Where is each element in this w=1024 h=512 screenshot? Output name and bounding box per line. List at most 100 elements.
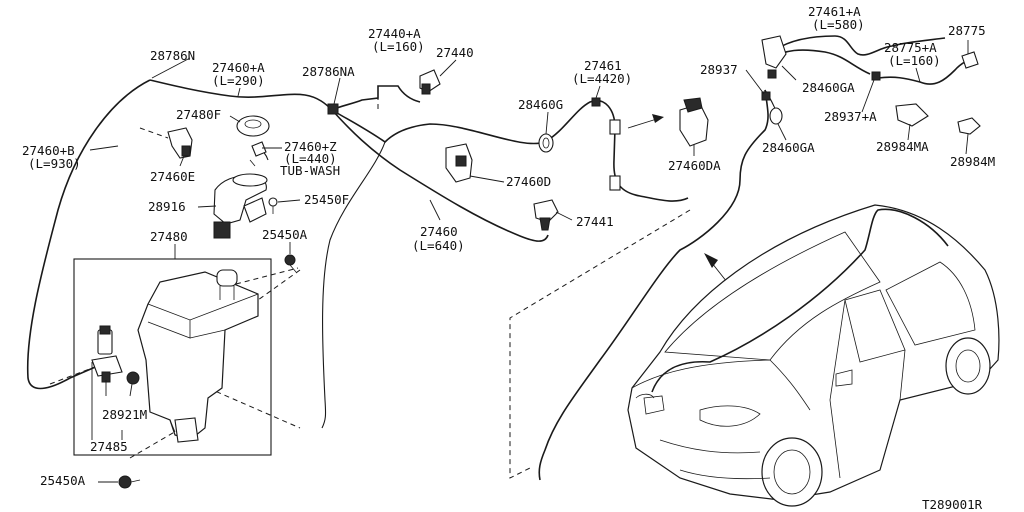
leader-28460ga-top: [781, 65, 797, 81]
leader-28984ma: [907, 123, 911, 141]
label-27460da: 27460DA: [668, 158, 721, 173]
leader-28984m: [965, 133, 969, 155]
grommet-28460ga-mid: [769, 107, 783, 125]
label-27461: 27461: [584, 58, 622, 73]
label-28937a: 28937+A: [824, 109, 877, 124]
nozzle-27440: [419, 69, 441, 95]
label-28460g: 28460G: [518, 97, 563, 112]
label-25450f: 25450F: [304, 192, 349, 207]
label-28984m: 28984M: [950, 154, 995, 169]
label-27480f: 27480F: [176, 107, 221, 122]
cap-28984m: [957, 117, 981, 135]
label-27460-length: (L=640): [412, 238, 465, 253]
label-27460a: 27460+A: [212, 60, 265, 75]
grommet-28460g: [538, 133, 554, 153]
guide-dash-5: [49, 364, 101, 385]
rear-nozzle-27460da: [679, 97, 709, 147]
filler-cap-27480f: [236, 115, 270, 137]
grommet-28460ga-top: [761, 35, 787, 79]
leader-28786n: [151, 57, 191, 79]
leader-27441: [555, 211, 573, 221]
label-27460z-length: (L=440): [284, 151, 337, 166]
label-27461-length: (L=4420): [572, 71, 632, 86]
label-27441: 27441: [576, 214, 614, 229]
clip-25450a-bottom: [118, 475, 141, 489]
nozzle-27460d: [445, 143, 473, 183]
leader-28937: [745, 69, 765, 95]
nozzle-27441: [533, 199, 559, 231]
label-27460a-length: (L=290): [212, 73, 265, 88]
label-27460z: 27460+Z: [284, 139, 337, 154]
label-28937: 28937: [700, 62, 738, 77]
car-illustration: [627, 204, 1000, 507]
nozzle-27460-z: [249, 141, 267, 167]
nozzle-28775: [961, 51, 979, 69]
label-25450a-top: 25450A: [262, 227, 308, 242]
leader-27460d: [469, 175, 505, 183]
clip-25450f: [268, 197, 278, 214]
hose-28775-a: [877, 59, 969, 85]
label-27461a-length: (L=580): [812, 17, 865, 32]
leader-27460a: [237, 87, 241, 97]
bracket-27460e: [167, 127, 193, 159]
hose-27461-a: [774, 35, 946, 56]
label-28775a-length: (L=160): [888, 53, 941, 68]
label-27480: 27480: [150, 229, 188, 244]
label-27440a: 27440+A: [368, 26, 421, 41]
label-tub-wash: TUB-WASH: [280, 163, 340, 178]
leader-27485: [91, 362, 123, 440]
hose-lower-left: [321, 141, 386, 429]
leader-28916: [197, 205, 217, 208]
arrow-head-rear: [652, 114, 664, 123]
guide-dash-3: [207, 387, 301, 429]
leader-28460g: [545, 111, 549, 135]
label-27440a-length: (L=160): [372, 39, 425, 54]
label-28786n: 28786N: [150, 48, 195, 63]
label-28460ga-mid: 28460GA: [762, 140, 815, 155]
label-28916: 28916: [148, 199, 186, 214]
label-28460ga-top: 28460GA: [802, 80, 855, 95]
leader-27460b: [89, 145, 119, 151]
guide-dash-1: [235, 267, 299, 285]
label-28984ma: 28984MA: [876, 139, 929, 154]
arrow-head-car: [704, 253, 718, 268]
guide-dash-4: [129, 419, 196, 459]
cap-28984ma: [895, 103, 929, 127]
label-27460: 27460: [420, 224, 458, 239]
guide-dash-2: [257, 269, 301, 301]
leader-25450f: [277, 199, 301, 203]
hose-rear-vertical: [538, 89, 769, 481]
leader-28775a: [915, 67, 921, 83]
label-27460e: 27460E: [150, 169, 195, 184]
guide-dash-6: [509, 209, 691, 479]
label-28775: 28775: [948, 23, 986, 38]
filler-neck-28916: [213, 173, 268, 239]
leader-28937a: [861, 79, 875, 113]
washer-pump-28921m: [91, 325, 140, 385]
leader-27480f: [229, 115, 241, 123]
leader-27460e: [179, 155, 185, 167]
clip-27461: [591, 97, 621, 191]
label-27460d: 27460D: [506, 174, 551, 189]
leader-27461: [595, 85, 601, 99]
leader-27440: [439, 59, 457, 77]
leader-28786na: [333, 77, 341, 105]
label-28921m: 28921M: [102, 407, 147, 422]
hose-27460-b: [26, 79, 151, 390]
leader-27460: [429, 199, 441, 221]
label-27461a: 27461+A: [808, 4, 861, 19]
clip-25450a-top: [284, 254, 297, 273]
leader-28460ga-mid: [777, 123, 787, 141]
check-valve-28937: [761, 91, 771, 101]
hose-27460: [331, 109, 549, 242]
hose-27460-a: [149, 79, 333, 111]
washer-tank-27480: [137, 269, 259, 443]
hose-27440-a: [331, 85, 421, 111]
label-28786na: 28786NA: [302, 64, 355, 79]
label-28775a: 28775+A: [884, 40, 937, 55]
guide-dash-7: [139, 127, 169, 139]
label-27485: 27485: [90, 439, 128, 454]
label-27460b-length: (L=930): [28, 156, 81, 171]
label-27460b: 27460+B: [22, 143, 75, 158]
